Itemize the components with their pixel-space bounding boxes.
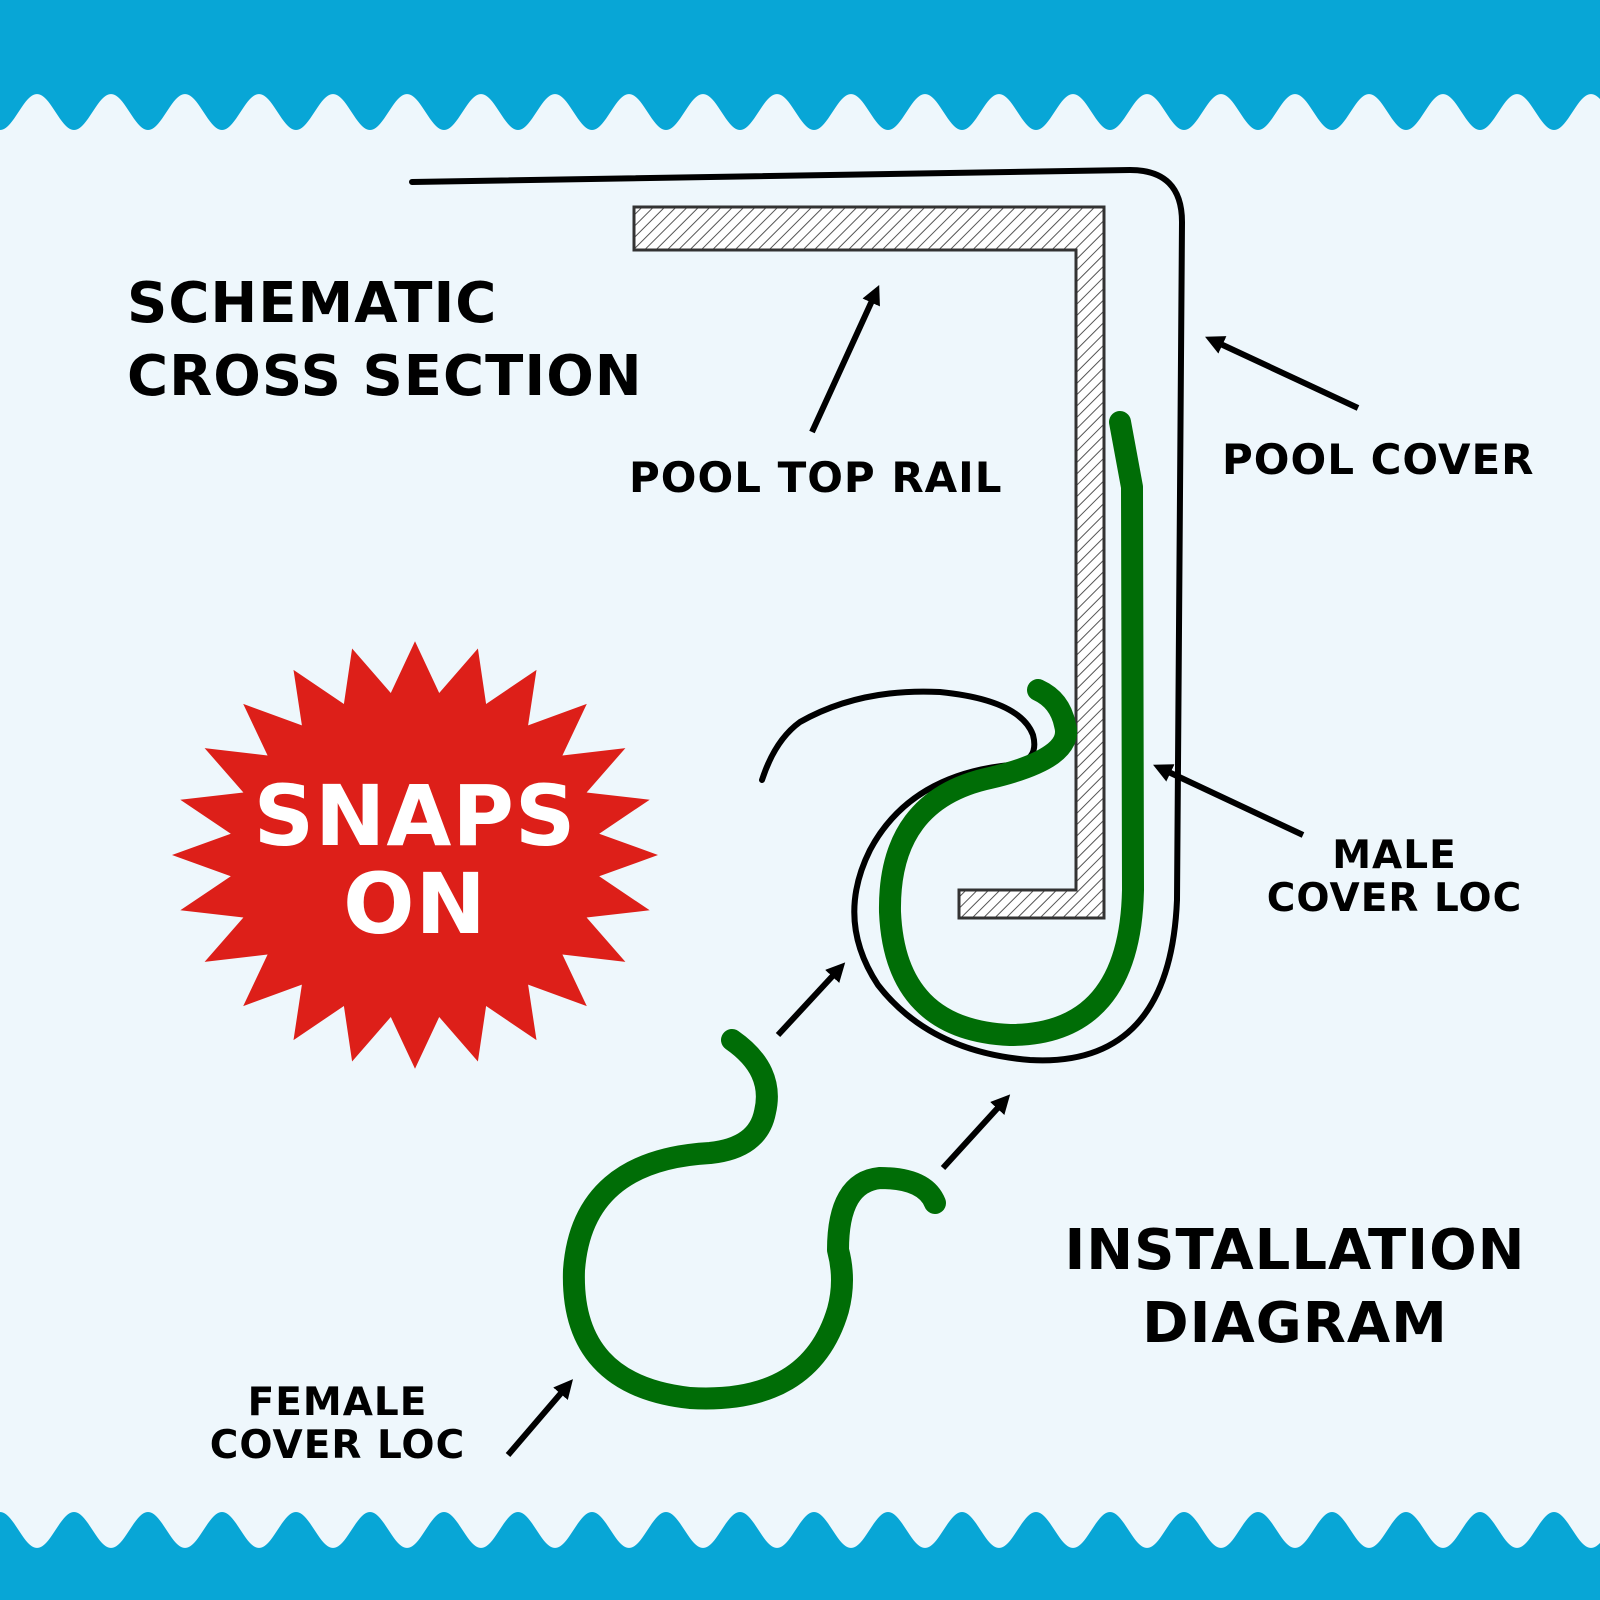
arrow-pool-top-rail (809, 285, 880, 434)
male-cover-loc-label: MALE COVER LOC (1266, 833, 1523, 921)
top-wave-border (0, 0, 1600, 130)
arrow-snap-upper (775, 962, 846, 1038)
schematic-cross-section-title: SCHEMATIC CROSS SECTION (127, 271, 643, 409)
installation-diagram-title: INSTALLATION DIAGRAM (1064, 1218, 1526, 1356)
pool-cover-label: POOL COVER (1222, 435, 1535, 484)
arrow-male-cover-loc (1153, 764, 1305, 838)
snaps-on-badge-text: SNAPS ON (253, 767, 577, 954)
pool-top-rail-label: POOL TOP RAIL (629, 453, 1003, 502)
arrow-female-cover-loc (505, 1379, 573, 1457)
female-cover-loc-shape (562, 1029, 946, 1410)
pool-cover-line (409, 167, 1185, 1064)
male-cover-loc-shape (878, 411, 1144, 1046)
female-cover-loc-label: FEMALE COVER LOC (209, 1380, 466, 1468)
snaps-on-badge-starburst (172, 641, 658, 1069)
pool-top-rail-shape (632, 205, 1106, 920)
arrow-pool-cover (1205, 336, 1360, 411)
arrow-snap-lower (940, 1094, 1011, 1171)
bottom-wave-border (0, 1512, 1600, 1600)
